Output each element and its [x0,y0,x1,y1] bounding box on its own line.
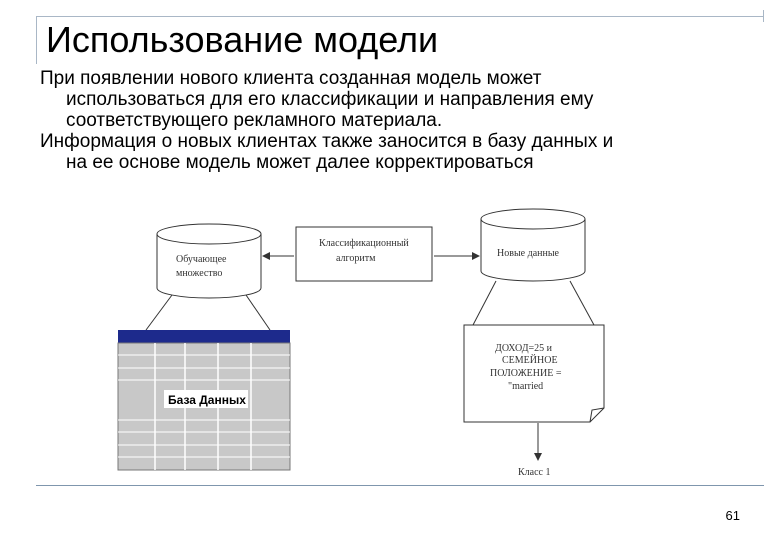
algorithm-label-line-2: алгоритм [336,253,376,264]
training-set-label-line-2: множество [176,268,222,279]
footer-line [36,485,764,486]
algorithm-label-line-1: Классификационный [319,238,409,249]
paragraph-2-line-2: на ее основе модель может далее корректи… [66,152,534,173]
database-label: База Данных [168,393,246,407]
new-data-to-rule-line-left [472,280,497,326]
paragraph-1-line-2: использоваться для его классификации и н… [66,89,594,110]
training-set-cylinder: Обучающее множество [156,223,262,299]
result-label: Класс 1 [518,467,550,478]
new-data-cylinder: Новые данные [480,208,586,282]
rule-line-3: ПОЛОЖЕНИЕ = [490,368,562,379]
training-to-database-line-left [145,294,173,331]
title-frame-top [36,16,764,17]
slide-title: Использование модели [46,19,439,60]
new-data-to-rule-line-right [569,280,595,326]
database-table: База Данных [117,330,291,471]
training-to-database-line-right [245,294,271,331]
database-table-header [118,330,290,343]
rule-line-1: ДОХОД=25 и [495,343,553,354]
paragraph-1: При появлении нового клиента созданная м… [40,68,740,131]
paragraph-1-line-3: соответствующего рекламного материала. [66,110,443,131]
rule-document: ДОХОД=25 и СЕМЕЙНОЕ ПОЛОЖЕНИЕ = "married [463,324,605,423]
slide-body: При появлении нового клиента созданная м… [40,68,740,173]
new-data-label: Новые данные [497,248,560,259]
training-set-label-line-1: Обучающее [176,254,227,265]
rule-line-4: "married [508,381,543,392]
title-frame-tick [763,10,764,22]
title-frame-left [36,16,37,64]
rule-line-2: СЕМЕЙНОЕ [502,354,558,366]
paragraph-2: Информация о новых клиентах также заноси… [40,131,740,173]
algorithm-box: Классификационный алгоритм [295,226,433,282]
paragraph-2-line-1: Информация о новых клиентах также заноси… [40,131,614,152]
database-label-box [164,390,248,408]
paragraph-1-line-1: При появлении нового клиента созданная м… [40,68,542,89]
page-number: 61 [725,508,740,523]
